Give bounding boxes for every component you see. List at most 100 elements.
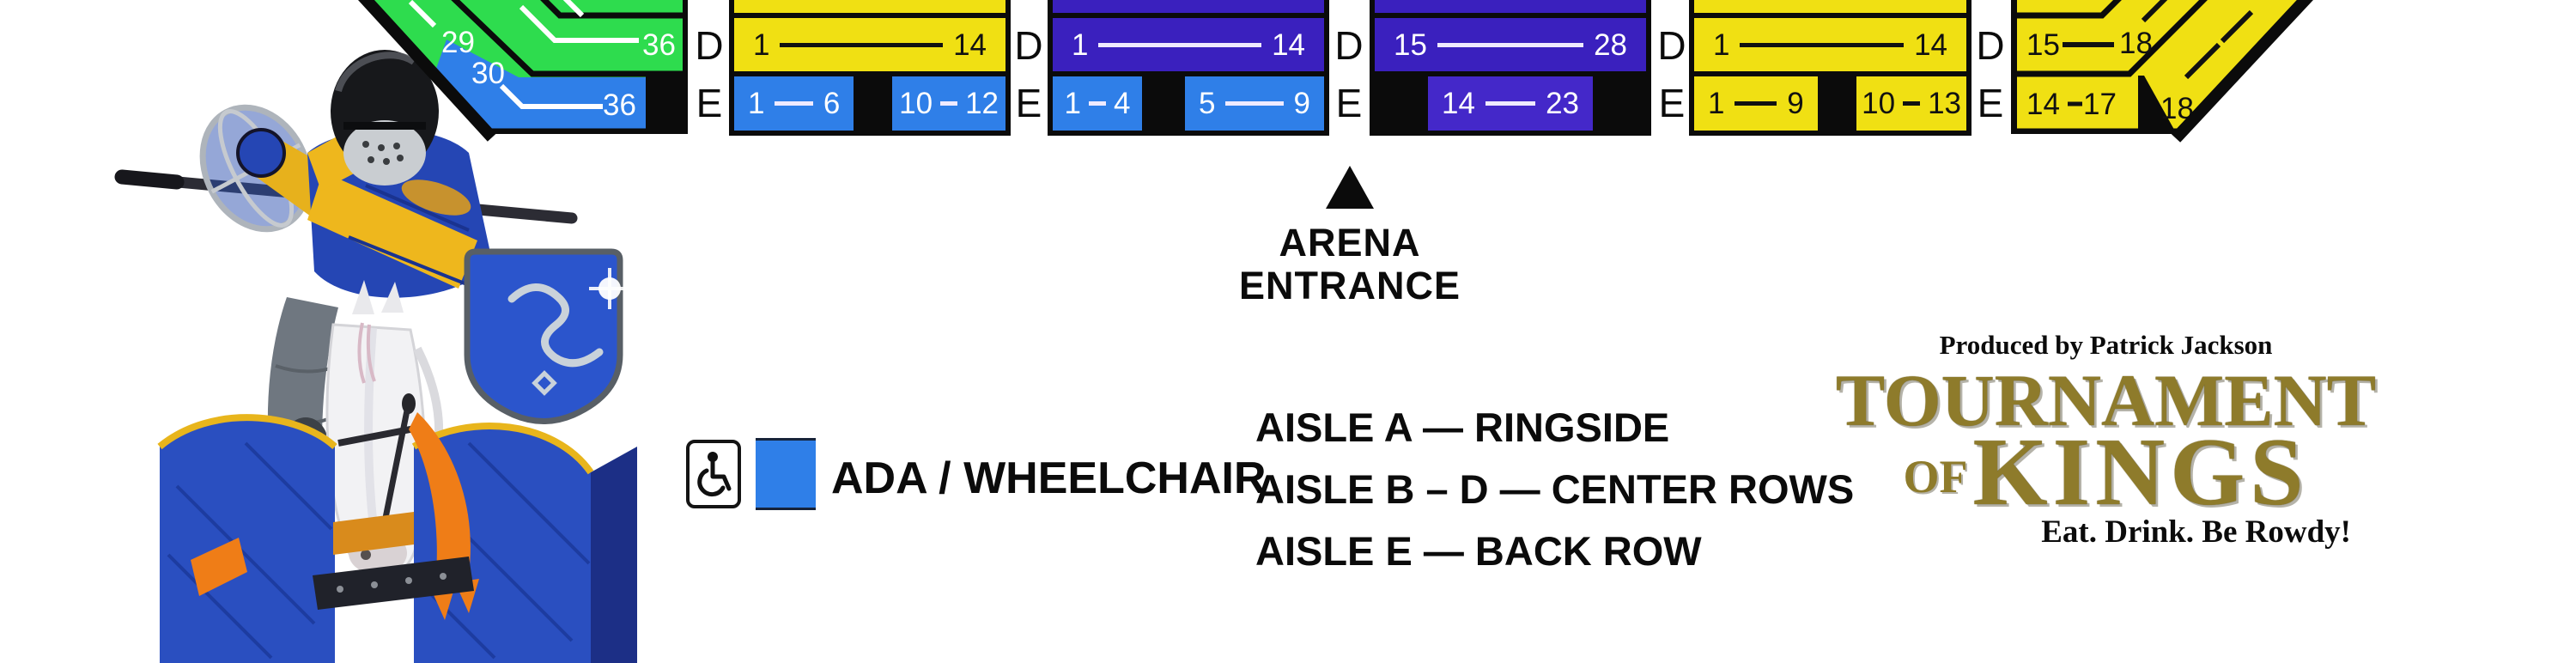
- section-yellow-2-row-e: 1 9 10 13: [1694, 76, 1966, 131]
- section-yellow-1-row-e-box-2[interactable]: 10 12: [892, 76, 1005, 131]
- section-yellow-2-row-e-box-2[interactable]: 10 13: [1856, 76, 1966, 131]
- seat-range-line: [1740, 42, 1905, 47]
- section-yellow-1-row-e-box-1[interactable]: 1 6: [734, 76, 854, 131]
- horse-caparison: [157, 412, 637, 663]
- seat-from: 1: [1713, 27, 1730, 62]
- section-yellow-1-row-e: 1 6 10 12: [734, 76, 1005, 131]
- seat-to: 14: [1914, 27, 1947, 62]
- left-e-to: 36: [603, 88, 636, 122]
- left-d-to: 36: [642, 28, 676, 62]
- right-d-to: 18: [2119, 27, 2153, 60]
- section-purple-2-upper-row[interactable]: [1375, 0, 1646, 13]
- seat-range-line: [1485, 101, 1536, 106]
- seat-from: 1: [753, 27, 770, 62]
- seat-to: 9: [1293, 87, 1310, 120]
- logo-tagline: Eat. Drink. Be Rowdy!: [2041, 514, 2351, 550]
- section-purple-1-row-e-box-1[interactable]: 1 4: [1053, 76, 1142, 131]
- right-e-from: 14: [2026, 88, 2060, 121]
- wheelchair-icon: [697, 452, 732, 497]
- section-purple-1-upper-row[interactable]: [1053, 0, 1324, 13]
- ada-legend-label: ADA / WHEELCHAIR: [831, 453, 1267, 503]
- row-label-e: E: [1658, 81, 1686, 125]
- seat-from: 1: [1708, 87, 1725, 120]
- row-e-aisle-gap: [1818, 76, 1856, 131]
- seat-to: 13: [1928, 87, 1961, 120]
- section-yellow-2-row-e-box-1[interactable]: 1 9: [1694, 76, 1818, 131]
- aisle-info-e: AISLE E — BACK ROW: [1255, 528, 1702, 574]
- tournament-of-kings-logo: Produced by Patrick Jackson TOURNAMENT O…: [1825, 330, 2387, 550]
- section-purple-2-row-d[interactable]: 15 28: [1375, 18, 1646, 71]
- right-d-from: 15: [2026, 28, 2060, 62]
- logo-title-kings: KINGS: [1972, 419, 2309, 526]
- row-label-d: D: [1976, 23, 2005, 68]
- row-e-aisle-gap: [1142, 76, 1185, 131]
- seat-from: 14: [1442, 87, 1475, 120]
- section-yellow-2[interactable]: 1 14 1 9 10 13: [1689, 0, 1971, 136]
- row-label-d: D: [695, 23, 724, 68]
- section-yellow-2-upper-row[interactable]: [1694, 0, 1966, 13]
- seat-from: 5: [1199, 87, 1216, 120]
- seat-range-line: [1903, 101, 1921, 106]
- seat-to: 14: [953, 27, 987, 62]
- section-left-corner[interactable]: 29 36 30 36: [339, 0, 700, 146]
- seat-range-line: [940, 101, 958, 106]
- section-purple-1-row-e-box-2[interactable]: 5 9: [1185, 76, 1324, 131]
- section-purple-2-row-e-box[interactable]: 14 23: [1428, 76, 1593, 131]
- logo-title-tournament: TOURNAMENT: [1835, 359, 2377, 441]
- row-label-d: D: [1657, 23, 1686, 68]
- produced-by-text: Produced by Patrick Jackson: [1939, 330, 2273, 360]
- ada-color-key: [756, 438, 816, 510]
- seat-to: 23: [1546, 87, 1579, 120]
- seat-from: 10: [899, 87, 933, 120]
- seat-range-line: [1225, 101, 1284, 106]
- seat-to: 4: [1114, 87, 1131, 120]
- arena-entrance-line1: ARENA: [1279, 221, 1421, 265]
- section-purple-1[interactable]: 1 14 1 4 5 9: [1048, 0, 1329, 136]
- shield: [464, 248, 630, 424]
- seat-range-line: [1098, 42, 1262, 47]
- section-yellow-1[interactable]: 1 14 1 6 10 12: [729, 0, 1011, 136]
- seat-range-line: [775, 101, 813, 106]
- section-yellow-1-row-d[interactable]: 1 14: [734, 18, 1005, 71]
- seat-to: 28: [1594, 27, 1627, 62]
- section-right-corner[interactable]: 15 18 14 17 18: [2001, 0, 2318, 146]
- seat-to: 12: [965, 87, 999, 120]
- seat-range-line: [1437, 42, 1584, 47]
- dragon-emblem: [507, 283, 604, 368]
- seat-from: 1: [1064, 87, 1081, 120]
- aisle-info-bd: AISLE B – D — CENTER ROWS: [1255, 466, 1855, 512]
- seat-to: 14: [1272, 27, 1305, 62]
- left-e-from: 30: [471, 57, 505, 90]
- knight-on-horseback-photo: [114, 50, 637, 663]
- row-label-e: E: [1335, 81, 1363, 125]
- gauntlet: [236, 128, 286, 178]
- section-purple-1-row-d[interactable]: 1 14: [1053, 18, 1324, 71]
- seat-range-line: [1089, 101, 1106, 106]
- seat-to: 9: [1787, 87, 1804, 120]
- row-label-d: D: [1014, 23, 1043, 68]
- row-label-e: E: [1015, 81, 1042, 125]
- section-purple-2-row-e: 14 23: [1375, 76, 1646, 131]
- aisle-info-a: AISLE A — RINGSIDE: [1255, 404, 1670, 450]
- row-label-d: D: [1334, 23, 1364, 68]
- section-purple-2[interactable]: 15 28 14 23: [1370, 0, 1651, 136]
- section-purple-1-row-e: 1 4 5 9: [1053, 76, 1324, 131]
- section-yellow-1-upper-row[interactable]: [734, 0, 1005, 13]
- seat-from: 10: [1862, 87, 1896, 120]
- seat-to: 6: [823, 87, 841, 120]
- arena-entrance-label: ARENA ENTRANCE: [1204, 222, 1496, 307]
- wheelchair-sign: [686, 440, 741, 508]
- seat-range-line: [1735, 101, 1777, 106]
- row-label-e: E: [1977, 81, 2004, 125]
- arena-entrance-arrow-icon: [1326, 166, 1374, 209]
- left-d-from: 29: [441, 26, 475, 59]
- seat-from: 1: [748, 87, 765, 120]
- seat-from: 1: [1072, 27, 1089, 62]
- seat-range-line: [780, 42, 944, 47]
- right-e-to: 17: [2083, 88, 2117, 121]
- logo-title-of: OF: [1903, 451, 1968, 502]
- section-yellow-2-row-d[interactable]: 1 14: [1694, 18, 1966, 71]
- arena-entrance-line2: ENTRANCE: [1238, 264, 1461, 307]
- aisle-info-list: AISLE A — RINGSIDE AISLE B – D — CENTER …: [1255, 397, 1854, 582]
